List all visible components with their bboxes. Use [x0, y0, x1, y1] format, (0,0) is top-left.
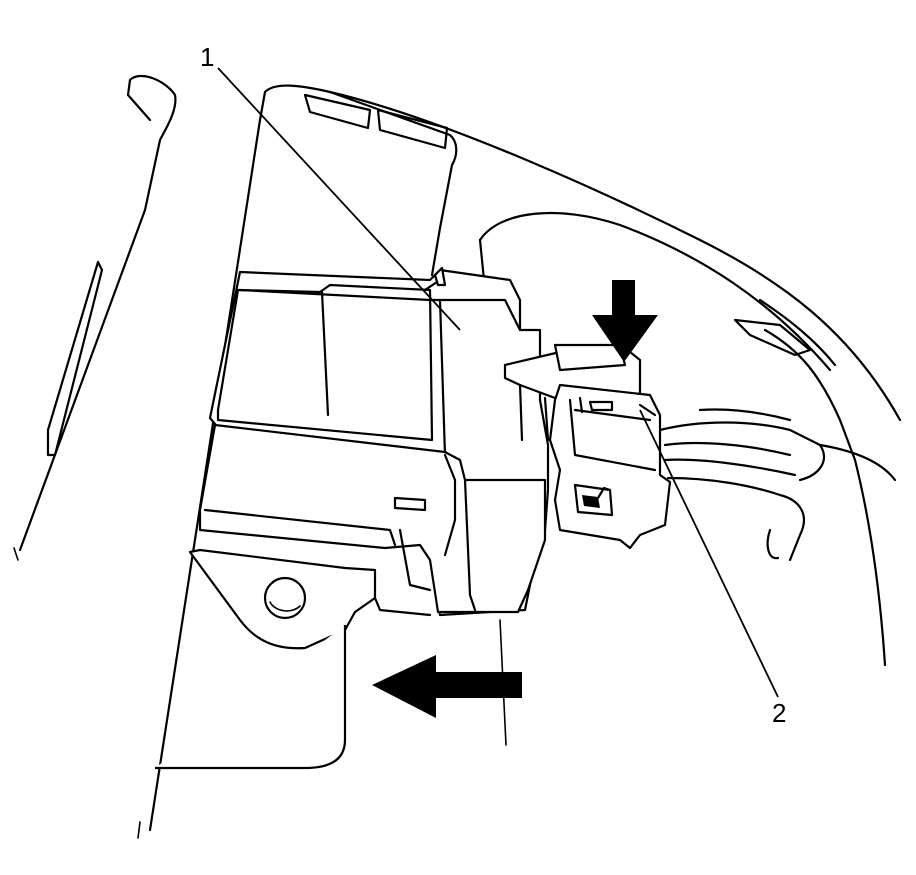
electrical-connector [503, 343, 672, 550]
callout-1: 1 [200, 42, 461, 331]
dashboard-structure [258, 84, 902, 667]
vertical-pillar [137, 118, 262, 839]
callout-2-label: 2 [772, 698, 786, 728]
arrow-down [592, 280, 658, 362]
mounting-bracket [155, 548, 432, 770]
arrow-left [372, 655, 522, 718]
callout-2: 2 [639, 409, 786, 728]
wiring-harness [658, 408, 897, 562]
callout-1-label: 1 [200, 42, 214, 72]
left-trim-panel [13, 74, 177, 561]
mounting-hole [263, 576, 307, 620]
module-lower-housing [198, 423, 547, 614]
